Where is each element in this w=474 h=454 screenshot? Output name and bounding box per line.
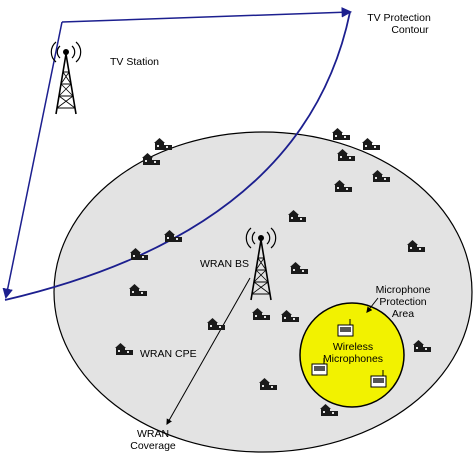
tv-protection-contour-label: TV Protection Contour: [354, 12, 444, 36]
wireless-mic-label-line1: Wireless: [332, 341, 374, 353]
tv-radius-line-top: [61, 7, 353, 23]
wran-bs-label: WRAN BS: [200, 258, 250, 270]
wran-coverage-radius: [166, 277, 251, 426]
wran-coverage-label-line1: WRAN: [136, 428, 170, 440]
microphone-protection-area-label: Microphone Protection Area: [368, 284, 438, 320]
tv-protection-contour: [4, 11, 351, 301]
mic-area-label-line1: Microphone: [375, 284, 431, 296]
wireless-microphones-label: Wireless Microphones: [318, 341, 388, 365]
mic-area-label-line3: Area: [391, 308, 415, 320]
wran-coverage-label-line2: Coverage: [130, 440, 176, 452]
wran-cpe-label: WRAN CPE: [140, 348, 197, 360]
mic-area-pointer: [366, 297, 379, 313]
wran-coverage-label: WRAN Coverage: [118, 428, 188, 452]
tv-contour-label-line1: TV Protection: [367, 12, 431, 24]
house-icon: [332, 128, 350, 140]
tv-contour-label-line2: Contour: [391, 24, 429, 36]
house-icon: [362, 138, 380, 150]
wireless-mic-label-line2: Microphones: [322, 353, 384, 365]
tv-station-label: TV Station: [110, 56, 160, 68]
house-icon: [154, 138, 172, 150]
mic-area-label-line2: Protection: [379, 296, 427, 308]
tv-radius-line-left: [2, 21, 63, 300]
